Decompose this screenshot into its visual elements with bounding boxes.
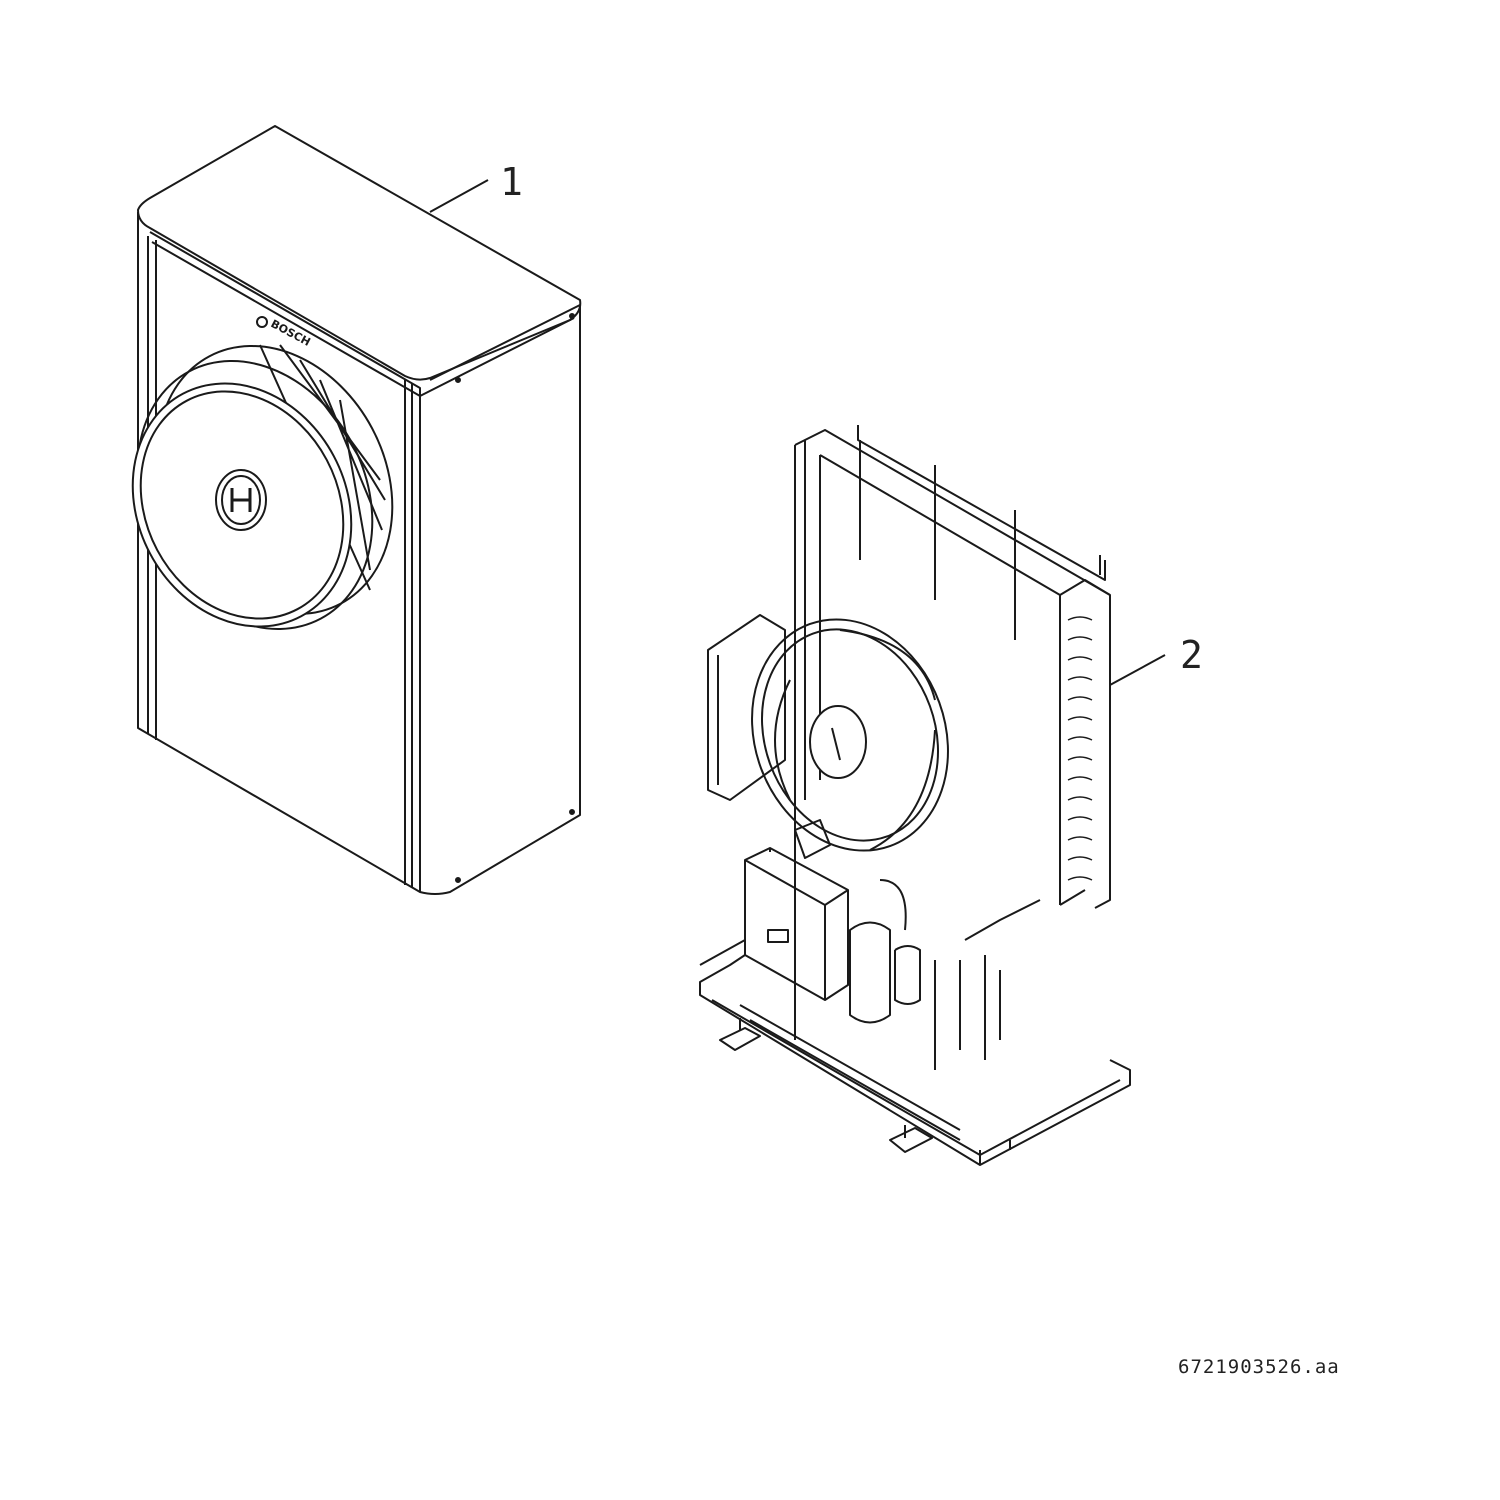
electrical-box	[744, 819, 849, 1001]
callout-leader-2	[1109, 654, 1166, 686]
fan-motor	[809, 705, 867, 779]
casing-top	[137, 125, 582, 381]
bosch-emblem-icon	[215, 469, 267, 531]
base-pan	[699, 939, 1131, 1166]
callout-leader-1	[429, 179, 489, 213]
callout-label-2: 2	[1180, 633, 1203, 677]
compressor	[849, 879, 1041, 1070]
fan-assembly	[751, 618, 949, 852]
drawing-number: 6721903526.aa	[1178, 1356, 1340, 1378]
callout-label-1: 1	[500, 160, 523, 204]
fan-grille	[131, 344, 394, 630]
casing-side	[419, 304, 581, 895]
heat-exchanger-coil	[794, 425, 1111, 1040]
control-board	[707, 614, 786, 801]
fan-cover	[131, 382, 353, 628]
